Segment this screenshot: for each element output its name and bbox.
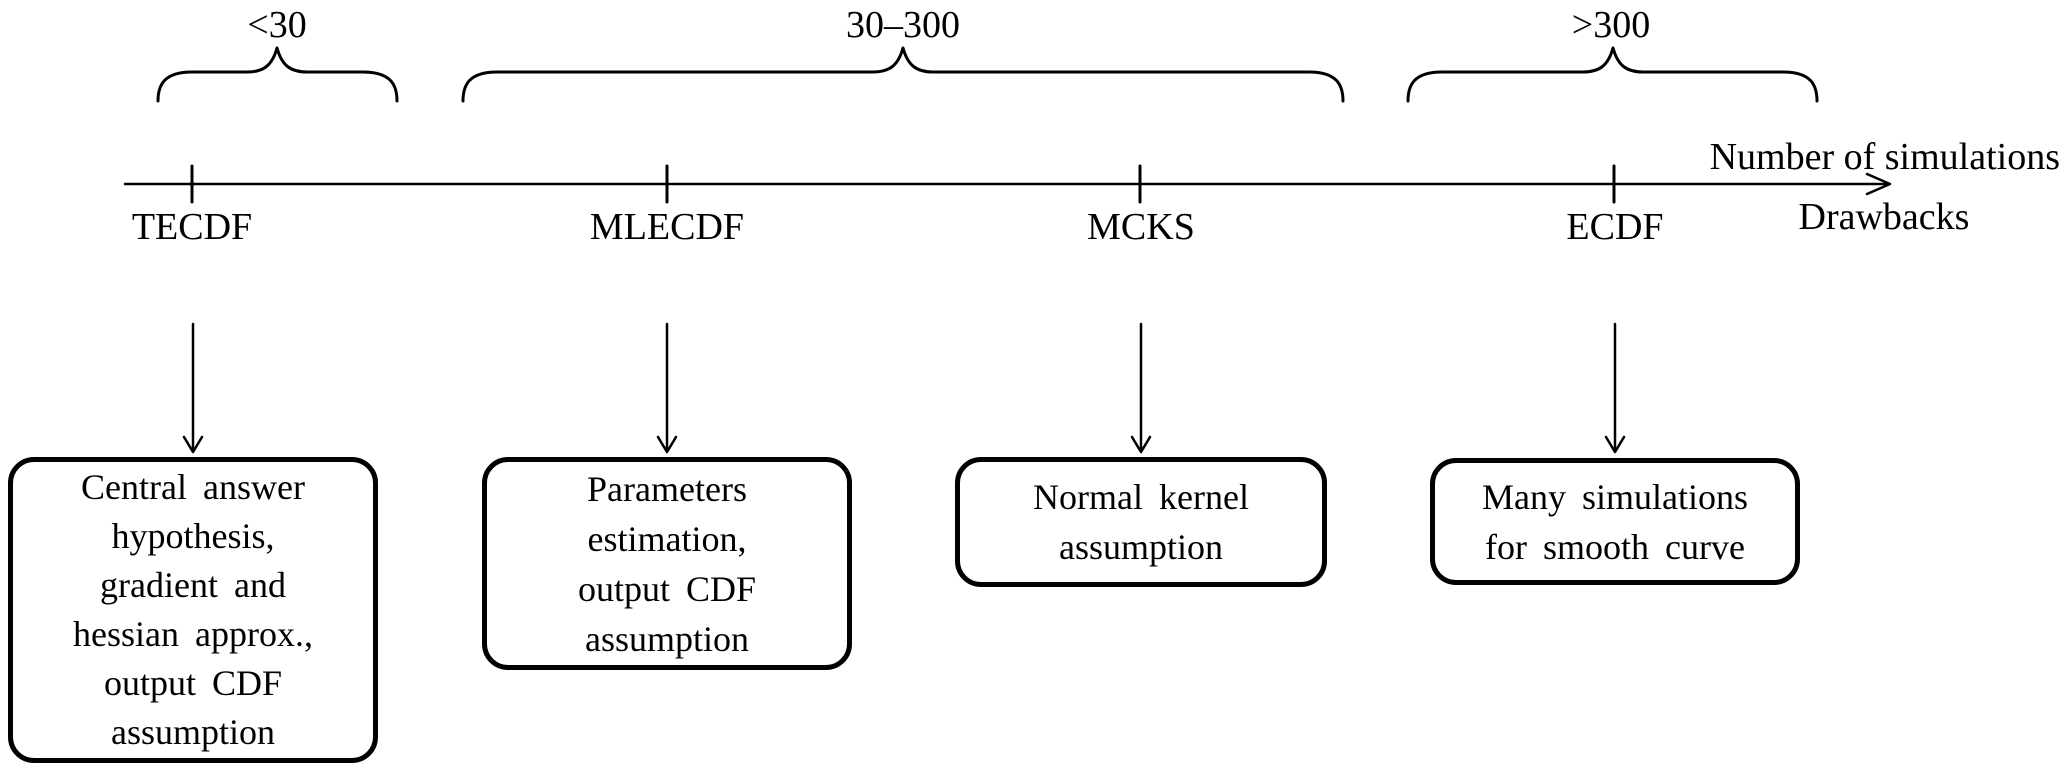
drawback-line: hypothesis, — [111, 516, 275, 556]
axis-arrowhead-icon — [1865, 172, 1892, 196]
drawback-box-mlecdf: Parameters estimation, output CDF assump… — [482, 457, 852, 670]
brace-lt30-icon — [156, 46, 399, 103]
drawback-line: hessian approx., — [73, 614, 313, 654]
drawback-line: Central answer — [81, 467, 305, 507]
method-label-mcks: MCKS — [1087, 206, 1195, 248]
drawback-line: output CDF — [577, 568, 757, 609]
drawback-line: estimation, — [587, 518, 747, 559]
arrow-mcks-to-box — [1130, 322, 1152, 454]
drawback-line: for smooth curve — [1485, 526, 1745, 567]
drawback-line: Many simulations — [1482, 476, 1748, 517]
method-label-tecdf: TECDF — [131, 206, 253, 248]
arrow-tecdf-to-box — [182, 322, 204, 454]
arrow-mlecdf-to-box — [656, 322, 678, 454]
drawback-line: Normal kernel — [1033, 477, 1249, 517]
drawback-line: assumption — [584, 618, 749, 659]
drawback-line: Parameters — [587, 468, 747, 509]
range-label-lt30: <30 — [247, 4, 307, 46]
method-label-mlecdf: MLECDF — [589, 206, 745, 248]
drawback-line: output CDF — [103, 663, 283, 703]
brace-30-300-icon — [461, 46, 1345, 103]
arrow-ecdf-to-box — [1604, 322, 1626, 454]
drawback-line: gradient and — [100, 565, 286, 605]
range-label-gt300: >300 — [1571, 4, 1651, 46]
drawback-box-ecdf: Many simulations for smooth curve — [1430, 458, 1800, 585]
axis-title: Number of simulations — [1709, 136, 2060, 178]
range-label-30-300: 30–300 — [846, 4, 960, 46]
brace-gt300-icon — [1406, 46, 1819, 103]
axis-subtitle: Drawbacks — [1798, 196, 1970, 238]
method-label-ecdf: ECDF — [1566, 206, 1664, 248]
drawback-box-tecdf: Central answer hypothesis, gradient and … — [8, 457, 378, 763]
drawback-line: assumption — [1058, 527, 1223, 567]
drawback-box-mcks: Normal kernel assumption — [955, 457, 1327, 587]
drawback-line: assumption — [110, 712, 275, 752]
